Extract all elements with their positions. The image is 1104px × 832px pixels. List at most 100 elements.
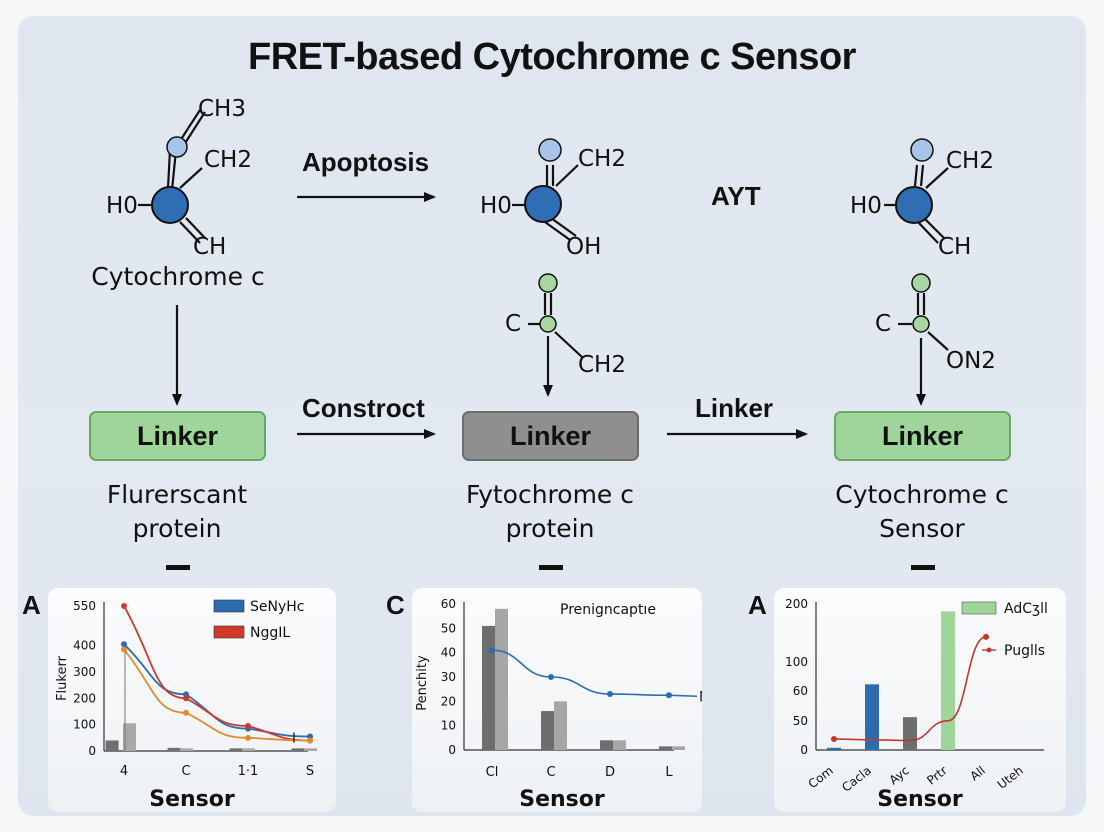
atom-icon (911, 273, 931, 293)
x-axis-label: Sensor (877, 787, 963, 812)
bar (180, 748, 193, 751)
series-line (123, 648, 311, 742)
y-tick-label: 200 (785, 597, 808, 611)
series-line (491, 649, 698, 698)
caption-line: Fytochrome c (465, 480, 635, 509)
x-tick-label: L (665, 765, 673, 780)
legend-label: SeNуHc (250, 599, 304, 615)
series-line (833, 636, 987, 742)
y-tick-label: 300 (73, 665, 96, 679)
data-point (548, 674, 554, 680)
bar (903, 717, 917, 750)
caption-line: protein (132, 514, 222, 543)
caption-line: Sensor (879, 514, 965, 543)
molecule-4 (528, 293, 583, 397)
data-point (307, 737, 313, 744)
label-ch2: CH2 (204, 147, 252, 173)
x-tick-label: C (546, 765, 555, 780)
caption-line: Flurerscant (106, 480, 248, 509)
y-tick-label: 10 (441, 719, 456, 733)
y-tick-label: 200 (73, 691, 96, 705)
bar (229, 748, 243, 751)
series-line (123, 605, 311, 742)
label-ch: CH (938, 234, 972, 260)
bar (672, 746, 685, 750)
linker-box-3: Linker (834, 411, 1011, 461)
label-h0: H0 (850, 193, 882, 219)
caption-1: Flurerscant protein (57, 478, 297, 546)
panel-label: A (748, 590, 767, 620)
bar (482, 625, 495, 750)
y-tick-label: 0 (88, 744, 96, 758)
molecule-3 (884, 164, 949, 244)
y-tick-label: 0 (448, 743, 456, 757)
atom-icon (524, 185, 562, 223)
caption-3: Cytochrome c Sensor (802, 478, 1042, 546)
atom-icon (910, 138, 934, 162)
y-tick-label: 50 (441, 621, 456, 635)
arrow-label-apoptosis: Apoptosis (302, 147, 430, 177)
panel-label: A (22, 590, 41, 620)
data-point (831, 736, 837, 743)
y-tick-label: 20 (441, 694, 456, 708)
bar (554, 701, 567, 750)
chart-panel-1 (48, 588, 336, 812)
y-tick-label: 550 (73, 599, 96, 613)
label-h0: H0 (480, 193, 512, 219)
label-ch3: CH3 (198, 96, 246, 122)
caption-line: protein (505, 514, 595, 543)
chart-2: 0102030405060ClCDLNmPrenigncaptıePenchit… (415, 597, 702, 812)
label-ch: CH (193, 234, 227, 260)
y-tick-label: 30 (441, 670, 456, 684)
y-tick-label: 60 (793, 684, 808, 698)
data-point (183, 695, 189, 702)
panel-label: C (386, 590, 405, 620)
atom-icon (539, 315, 557, 333)
label-c: C (875, 311, 892, 337)
arrow-label-linker: Linker (695, 393, 774, 423)
atom-icon (538, 138, 562, 162)
x-tick-label: Uteh (995, 763, 1026, 792)
molecule-1 (138, 109, 206, 244)
atom-icon (538, 273, 558, 293)
legend-title: Prenigncaptıe (560, 602, 656, 618)
atom-icon (895, 186, 933, 224)
y-tick-label: 50 (793, 714, 808, 728)
annotation: I (292, 732, 296, 747)
x-tick-label: Ayc (887, 763, 912, 787)
y-axis-label: Flukerr (55, 655, 70, 701)
linker-box-2: Linker (462, 411, 639, 461)
atom-icon (151, 186, 189, 224)
y-tick-label: 60 (441, 597, 456, 611)
legend-swatch (986, 647, 992, 653)
bar (865, 684, 879, 750)
y-tick-label: 0 (800, 743, 808, 757)
data-point (183, 709, 189, 716)
legend-swatch (213, 625, 245, 639)
label-on2: ON2 (946, 348, 996, 374)
x-tick-label: Cacla (839, 763, 874, 794)
legend-swatch (961, 601, 997, 615)
x-axis-label: Sensor (149, 787, 235, 812)
data-point (245, 722, 251, 729)
legend-label: NggIL (250, 625, 290, 641)
data-point (121, 646, 127, 653)
x-tick-label: Prtr (924, 763, 950, 787)
label-oh: OH (566, 234, 602, 260)
bar (242, 748, 255, 751)
atom-icon (912, 315, 930, 333)
data-point (121, 641, 127, 648)
bar (167, 747, 181, 751)
x-tick-label: 4 (120, 764, 128, 779)
arrow-label-ayt: AYT (711, 181, 761, 211)
arrow-label-construct: Constroct (302, 393, 425, 423)
bar (659, 746, 672, 750)
atom-icon (166, 136, 188, 158)
data-point (121, 603, 127, 609)
caption-line: Cytochrome c (835, 480, 1009, 509)
legend-label: AdCʒll (1004, 601, 1048, 617)
caption-2: Fytochrome c protein (430, 478, 670, 546)
label-ch2: CH2 (578, 146, 626, 172)
